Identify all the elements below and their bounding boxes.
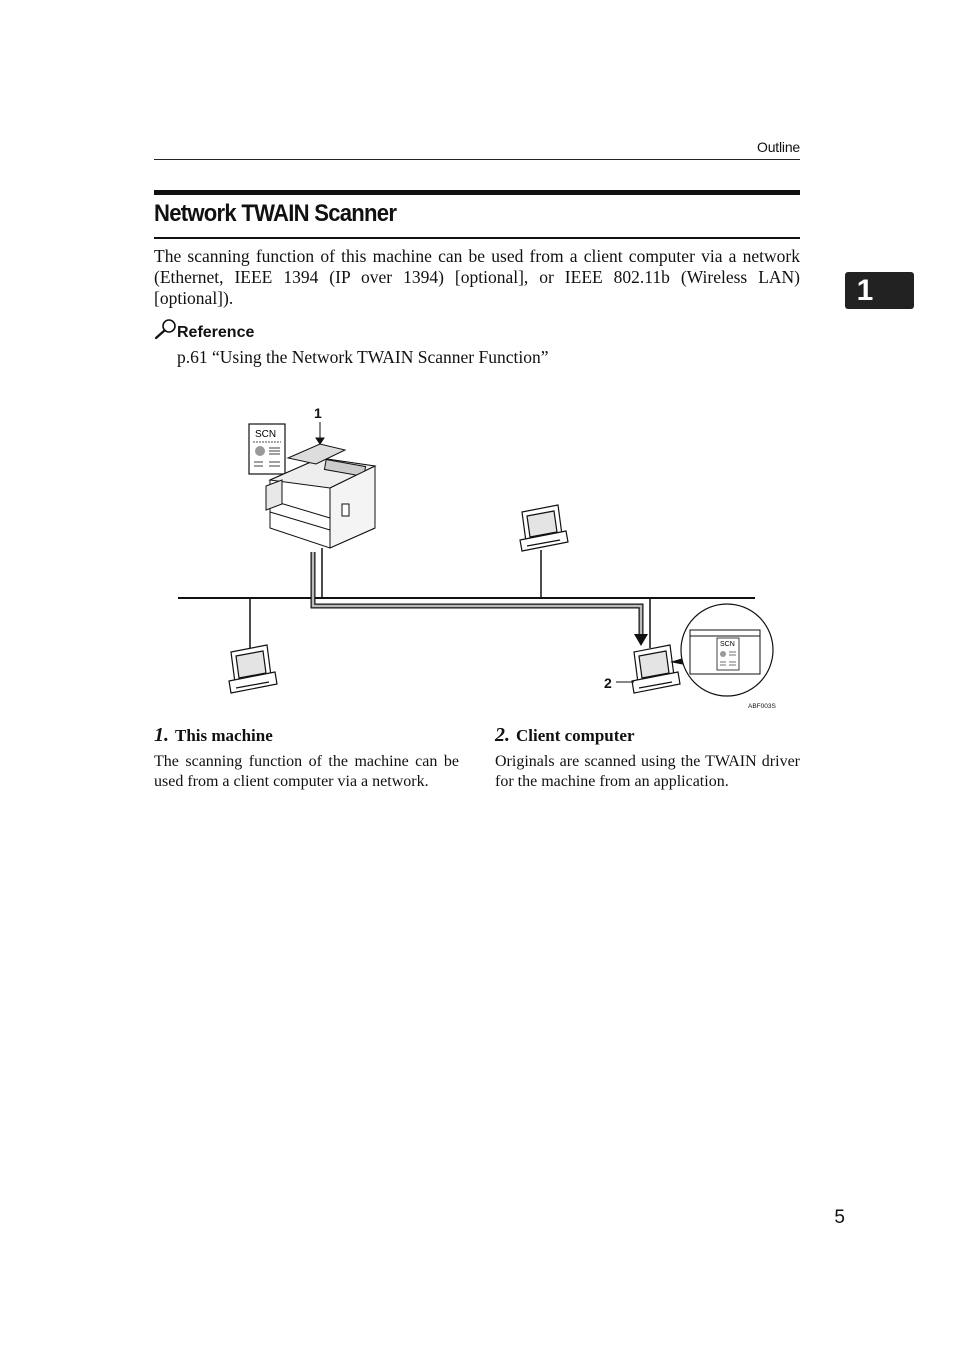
title-top-rule bbox=[154, 190, 800, 195]
item-1-number: 1. bbox=[154, 724, 169, 746]
screen-window-icon: SCN bbox=[689, 629, 761, 675]
item-2-title: Client computer bbox=[516, 726, 635, 745]
callout-1: 1 bbox=[314, 405, 322, 421]
client-computer-icon bbox=[631, 644, 681, 694]
doc-label-small: SCN bbox=[720, 641, 735, 648]
reference-title: Reference bbox=[177, 324, 255, 341]
item-2-description: Originals are scanned using the TWAIN dr… bbox=[495, 753, 800, 790]
computer-icon-right bbox=[519, 504, 569, 552]
item-1-description: The scanning function of the machine can… bbox=[154, 753, 459, 790]
chapter-number: 1 bbox=[856, 274, 874, 307]
item-1-heading: 1. This machine bbox=[154, 724, 459, 747]
figure-code: ABF003S bbox=[748, 703, 776, 710]
chapter-tab: 1 bbox=[845, 272, 914, 309]
scan-flow-arrow bbox=[310, 552, 644, 636]
computer-icon-left bbox=[228, 644, 278, 694]
scanned-document-icon: SCN bbox=[248, 423, 286, 475]
page-number: 5 bbox=[834, 1207, 845, 1228]
reference-link[interactable]: p.61 “Using the Network TWAIN Scanner Fu… bbox=[177, 347, 549, 367]
item-1-title: This machine bbox=[175, 726, 273, 745]
header-rule bbox=[154, 159, 800, 160]
callout-2: 2 bbox=[604, 675, 612, 691]
running-header: Outline bbox=[757, 139, 800, 155]
network-diagram: SCN 1 bbox=[178, 405, 776, 710]
title-bottom-rule bbox=[154, 237, 800, 239]
item-2-heading: 2. Client computer bbox=[495, 724, 800, 747]
page-title: Network TWAIN Scanner bbox=[154, 200, 397, 227]
doc-label: SCN bbox=[255, 429, 276, 440]
intro-paragraph: The scanning function of this machine ca… bbox=[154, 246, 800, 308]
item-2-number: 2. bbox=[495, 724, 510, 746]
magnifier-icon bbox=[154, 319, 176, 340]
mfp-machine-icon bbox=[265, 422, 377, 549]
